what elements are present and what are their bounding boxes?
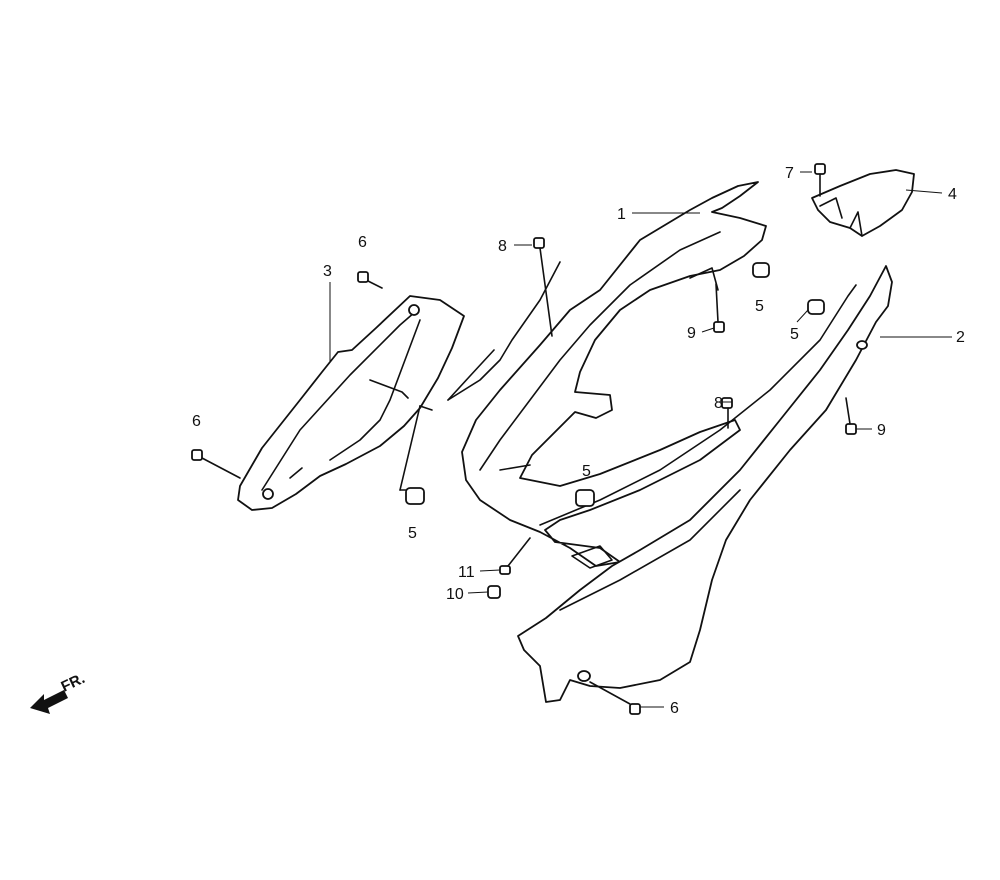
- callout-10: 10: [446, 586, 464, 603]
- front-label: FR.: [59, 670, 88, 696]
- part-4-rear-cap: [811, 169, 915, 237]
- callout-6: 6: [358, 234, 367, 251]
- callout-9: 9: [687, 325, 696, 342]
- callout-6: 6: [670, 700, 679, 717]
- part-1-center-cover: [447, 181, 767, 567]
- clip-11: [499, 537, 531, 575]
- callout-7: 7: [785, 165, 794, 182]
- callout-1: 1: [617, 206, 626, 223]
- callout-8: 8: [498, 238, 507, 255]
- callout-6: 6: [192, 413, 201, 430]
- nut-10: [487, 585, 501, 599]
- part-3-left-cover: [237, 295, 465, 511]
- grommet-5: [405, 487, 425, 505]
- front-direction-marker: FR.: [30, 670, 88, 714]
- grommet-5: [575, 489, 595, 507]
- callout-11: 11: [458, 564, 475, 581]
- callout-5: 5: [790, 326, 799, 343]
- grommet-5: [752, 262, 770, 278]
- callout-2: 2: [956, 329, 965, 346]
- front-arrow-icon: [30, 690, 68, 714]
- bolt-6-top: [357, 271, 383, 289]
- callout-5: 5: [755, 298, 764, 315]
- bolt-6-left: [191, 449, 241, 479]
- bolt-7: [814, 163, 826, 197]
- callout-5: 5: [408, 525, 417, 542]
- callout-8: 8: [714, 395, 723, 412]
- leader-lines: [329, 171, 952, 708]
- callout-9: 9: [877, 422, 886, 439]
- callout-5: 5: [582, 463, 591, 480]
- bolt-9-right: [845, 397, 857, 435]
- grommet-5: [807, 299, 825, 315]
- part-2-right-cover: [517, 265, 893, 703]
- bolt-6-bottom: [589, 681, 641, 715]
- bolt-9-mid: [713, 283, 725, 333]
- bolt-8-top: [533, 237, 553, 337]
- callout-3: 3: [323, 263, 332, 280]
- callout-4: 4: [948, 186, 957, 203]
- callouts: 1 2 3 4 5 5 5 5 6 6 6 7 8 8 9 9 10 11: [192, 165, 965, 717]
- fasteners: [191, 163, 857, 715]
- bolt-8-mid: [721, 397, 733, 429]
